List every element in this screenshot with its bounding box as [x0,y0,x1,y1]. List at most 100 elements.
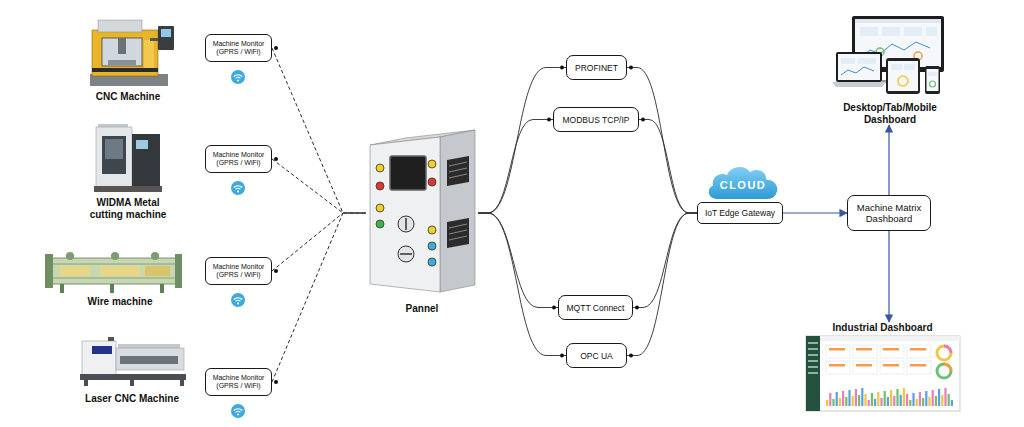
dashboard-card [907,345,931,358]
dashboard-bar [880,398,882,406]
control-panel-illustration-part [428,160,436,168]
control-panel-illustration-part [447,156,469,186]
dashboard-bar [855,389,857,406]
cnc-machine-illustration-part [102,38,142,66]
control-panel-illustration-part [449,162,467,166]
control-panel-illustration-part [376,164,384,172]
node-text: CLOUD [705,179,781,191]
control-panel-illustration-part [449,230,467,234]
dashboard-card-line [856,364,872,367]
dashboard-bar [868,400,870,406]
node-text: Machine Monitor (GPRS / WiFi) [209,40,268,56]
wire-machine-illustration-part [110,284,114,293]
machine-label: Laser CNC Machine [72,393,192,405]
metal-cutting-machine-illustration-part [94,186,162,192]
arrow-connector [888,125,889,195]
dashboard-bar [829,393,831,406]
wire-machine-illustration-part [50,258,178,284]
connector-line [478,120,553,214]
dashboard-bar [852,396,854,406]
laser-cnc-illustration-part [108,337,114,341]
node-text: PROFINET [575,63,618,73]
wire-machine-illustration [45,252,182,293]
control-panel-illustration-part [398,216,414,232]
cnc-machine-illustration-part [108,60,136,65]
metal-cutting-machine-illustration-part [132,134,160,191]
dashboard-bar [877,392,879,406]
connector-dot [274,157,278,161]
industrial-dashboard-illustration-part [944,346,951,353]
dashboard-card-line [883,348,899,351]
dashboard-bar [948,394,950,406]
dashboard-bar [903,388,905,406]
dashed-connector [272,159,366,213]
dashboard-card [826,345,850,358]
cnc-machine-illustration-part [118,38,126,54]
industrial-dashboard-illustration-part [808,354,818,356]
device-mockups-illustration-part [860,27,878,36]
wire-machine-illustration-part [145,266,170,276]
device-mockups-illustration-part [904,27,922,36]
wire-machine-illustration-part [50,264,178,265]
dashboard-card [907,361,931,374]
connector-dot [560,354,564,358]
arrow-connector [888,231,889,322]
device-mockups-illustration-part [832,82,886,87]
control-panel-illustration-part [376,182,384,190]
dashboard-box: Machine Matrix Dashboard [847,195,931,231]
dashboard-bar [871,393,873,406]
control-panel-illustration-part [398,246,414,262]
connector-dot [629,66,633,70]
dashboard-bar [836,392,838,406]
industrial-dashboard-illustration-part [808,348,818,350]
connector-dot [560,66,564,70]
industrial-dashboard-illustration-part [944,364,951,371]
control-panel-illustration-part [400,253,412,255]
wire-machine-illustration-part [60,266,90,276]
cnc-machine-illustration [90,20,174,86]
connector-line [639,120,697,214]
dashboard-card-line [883,364,899,367]
wire-machine-illustration-part [66,252,74,260]
dashboard-card-line [856,348,872,351]
laser-cnc-illustration-part [92,346,112,354]
node-text: Pannel [366,303,478,315]
device-mockups-illustration-part [904,64,915,70]
dashboard-bar [938,389,940,406]
dashboard-bar [932,390,934,406]
device-mockups-illustration-part [836,52,882,82]
dashboard-bar [900,395,902,406]
metal-cutting-machine-illustration-part [96,127,132,191]
monitor-box: Machine Monitor (GPRS / WiFi) [205,257,272,285]
dashboard-bar [896,389,898,406]
dashboard-bar [893,396,895,406]
dashboard-bar [941,395,943,406]
node-text: Industrial Dashboard [800,322,965,334]
wire-machine-illustration-part [111,252,119,260]
control-panel-illustration-part [440,130,475,292]
connector-line [478,213,558,307]
laser-cnc-illustration-part [116,348,184,370]
wifi-icons-part [231,181,245,195]
wire-machine-illustration-part [45,254,53,288]
machine-label: WIDMA Metal cutting machine [87,197,169,221]
laser-cnc-illustration-part [84,380,88,386]
device-dashboard: Desktop/Tab/Mobile Dashboard [815,10,965,125]
wifi-icons-part [231,404,245,418]
control-panel-illustration-part [376,220,384,228]
wire-machine-illustration-part [160,284,164,293]
control-panel-illustration-part [428,178,436,186]
control-panel: Pannel [366,126,478,314]
dashboard-bar [909,400,911,406]
dashboard-card [880,361,904,374]
industrial-dashboard-illustration-part [937,346,951,360]
laser-cnc-illustration [80,337,186,386]
industrial-dashboard-illustration-part [806,336,820,411]
node-text: Desktop/Tab/Mobile Dashboard [815,102,965,125]
connector-dot [274,380,278,384]
node-text: MQTT Connect [567,303,625,313]
wire-machine-illustration-part [50,278,178,279]
node-text: Machine Monitor (GPRS / WiFi) [209,151,268,167]
device-mockups-illustration-part [927,69,939,91]
industrial-dashboard-illustration-part [808,342,818,344]
